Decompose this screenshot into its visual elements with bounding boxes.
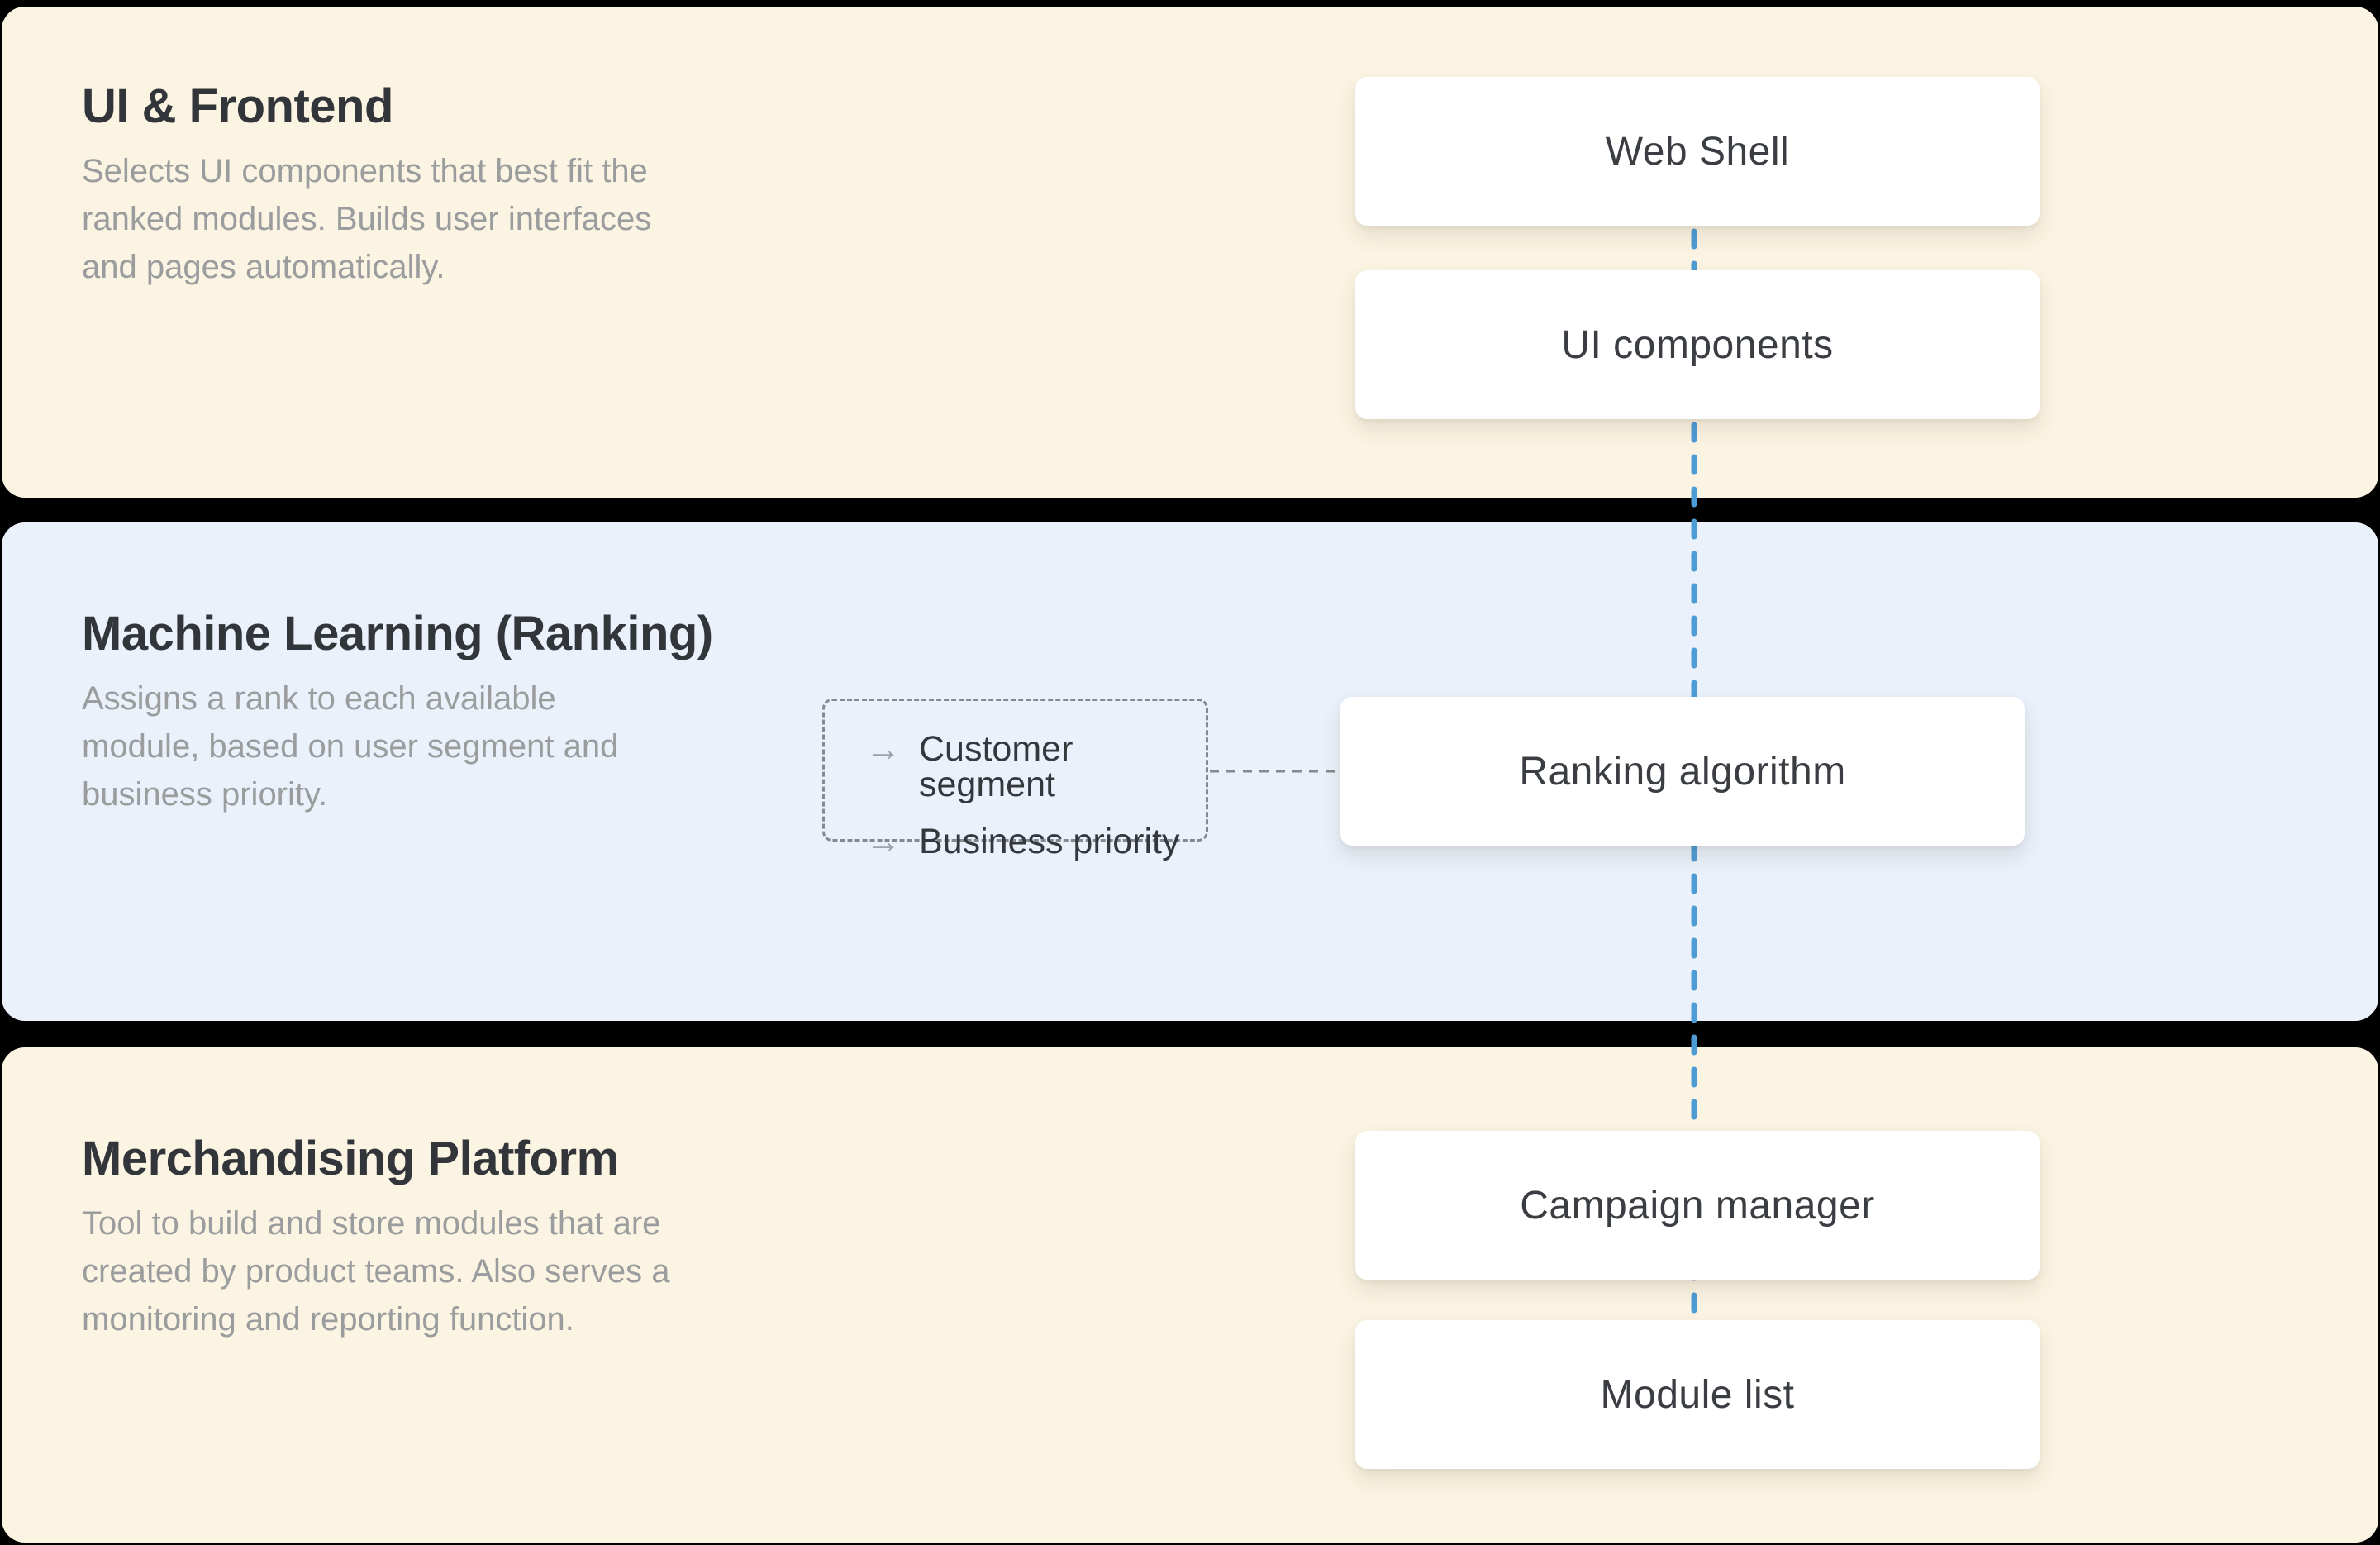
card-ui-components-label: UI components [1561, 322, 1834, 367]
card-campaign-manager-label: Campaign manager [1520, 1183, 1875, 1228]
ranking-inputs-box: → Customer segment → Business priority [822, 699, 1208, 860]
input-label-customer-segment: Customer segment [919, 729, 1073, 804]
section-title-ui-frontend: UI & Frontend [82, 79, 393, 133]
band-machine-learning-text: Machine Learning (Ranking) Assigns a ran… [82, 522, 793, 818]
card-module-list-label: Module list [1600, 1372, 1795, 1417]
card-web-shell-label: Web Shell [1605, 129, 1790, 174]
section-title-merchandising-platform: Merchandising Platform [82, 1132, 619, 1185]
section-description-ui-frontend: Selects UI components that best fit the … [82, 153, 652, 285]
input-label-business-priority: Business priority [919, 822, 1180, 861]
section-description-merchandising-platform: Tool to build and store modules that are… [82, 1205, 670, 1338]
input-row-business-priority: → Business priority [866, 823, 1206, 860]
section-title-machine-learning: Machine Learning (Ranking) [82, 607, 713, 660]
section-description-machine-learning: Assigns a rank to each available module,… [82, 680, 619, 813]
card-campaign-manager: Campaign manager [1355, 1131, 2040, 1280]
card-web-shell: Web Shell [1355, 77, 2040, 226]
card-module-list: Module list [1355, 1320, 2040, 1469]
arrow-right-icon: → [866, 729, 901, 768]
band-ui-frontend-text: UI & Frontend Selects UI components that… [82, 7, 793, 291]
card-ranking-algorithm-label: Ranking algorithm [1519, 749, 1846, 794]
card-ranking-algorithm: Ranking algorithm [1340, 697, 2025, 846]
band-merchandising-platform-text: Merchandising Platform Tool to build and… [82, 1047, 793, 1343]
arrow-right-icon: → [866, 822, 901, 861]
input-row-customer-segment: → Customer segment [866, 731, 1206, 803]
card-ui-components: UI components [1355, 270, 2040, 419]
